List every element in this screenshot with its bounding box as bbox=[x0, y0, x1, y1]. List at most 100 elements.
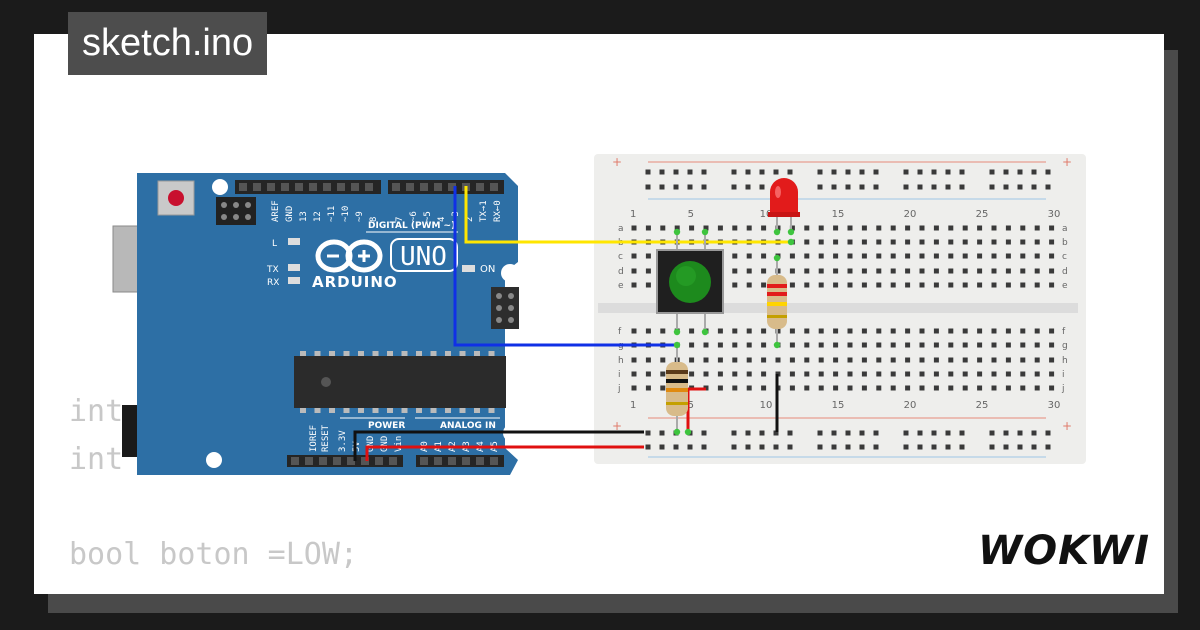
led-tx bbox=[288, 264, 300, 271]
led-label-tx: TX bbox=[266, 265, 279, 275]
row-label: h bbox=[1062, 356, 1068, 366]
row-label: g bbox=[1062, 341, 1068, 351]
code-line-1: int bbox=[69, 394, 124, 429]
reset-button-cap[interactable] bbox=[168, 190, 184, 206]
icsp-header-right bbox=[491, 287, 519, 329]
connection-dot bbox=[787, 238, 795, 246]
resistor-pulldown[interactable] bbox=[666, 345, 688, 432]
pin-label: ~9 bbox=[355, 211, 365, 222]
pin-label: ~5 bbox=[423, 211, 433, 222]
rail-plus-label: + bbox=[1062, 155, 1072, 169]
led-rx bbox=[288, 277, 300, 284]
resistor-led[interactable] bbox=[767, 258, 787, 345]
code-line-2: int bbox=[69, 442, 124, 477]
column-label: 5 bbox=[688, 400, 694, 411]
row-label: i bbox=[618, 370, 621, 380]
row-label: j bbox=[617, 384, 621, 394]
pin-label: RX←0 bbox=[493, 200, 503, 222]
red-led[interactable] bbox=[768, 178, 800, 232]
analog-header-label: ANALOG IN bbox=[440, 421, 496, 431]
connection-dot bbox=[773, 228, 781, 236]
row-label: c bbox=[618, 252, 623, 262]
pin-label: AREF bbox=[271, 200, 281, 222]
row-label: c bbox=[1062, 252, 1067, 262]
wire-black-gnd[interactable] bbox=[353, 430, 644, 461]
column-label: 1 bbox=[630, 400, 636, 411]
mount-hole bbox=[212, 179, 228, 195]
arduino-logo-icon bbox=[315, 239, 383, 273]
wire-red-5v[interactable] bbox=[365, 445, 644, 461]
pin-label: 7 bbox=[395, 217, 405, 222]
pin-label: 2 bbox=[465, 217, 475, 222]
column-label: 5 bbox=[688, 209, 694, 220]
led-l bbox=[288, 238, 300, 245]
pin-label: 4 bbox=[437, 217, 447, 222]
row-label: i bbox=[1062, 370, 1065, 380]
pin-label: 12 bbox=[313, 211, 323, 222]
connection-dot bbox=[773, 341, 781, 349]
row-label: f bbox=[618, 327, 622, 337]
pin-label: ~10 bbox=[341, 206, 351, 222]
pin-label: GND bbox=[366, 436, 376, 452]
pin-label: Vin bbox=[394, 436, 404, 452]
row-label: d bbox=[1062, 267, 1068, 277]
pushbutton[interactable] bbox=[656, 232, 724, 332]
connection-dot bbox=[673, 228, 681, 236]
on-label: ON bbox=[480, 264, 495, 275]
arduino-logo-text: ARDUINO bbox=[312, 273, 398, 291]
row-label: a bbox=[618, 224, 624, 234]
row-label: a bbox=[1062, 224, 1068, 234]
wires bbox=[353, 186, 791, 461]
pin-label: TX→1 bbox=[479, 200, 489, 222]
mount-hole bbox=[206, 452, 222, 468]
pin-label: ~6 bbox=[409, 211, 419, 222]
pin-label: GND bbox=[285, 206, 295, 222]
power-header-label: POWER bbox=[368, 421, 405, 431]
column-label: 1 bbox=[630, 209, 636, 220]
pin-label: 5V bbox=[352, 441, 362, 452]
code-background: int int bool boton =LOW; bbox=[34, 34, 1164, 594]
led-body bbox=[770, 178, 798, 214]
icsp-header bbox=[216, 197, 256, 225]
row-label: h bbox=[618, 356, 624, 366]
led-label-l: L bbox=[272, 239, 277, 249]
pin-label: GND bbox=[380, 436, 390, 452]
connection-dot bbox=[773, 254, 781, 262]
rail-plus-label: + bbox=[612, 419, 622, 433]
column-label: 30 bbox=[1048, 400, 1061, 411]
wokwi-logo: WOKWI bbox=[978, 528, 1151, 574]
column-label: 10 bbox=[760, 209, 773, 220]
title-tab: sketch.ino bbox=[68, 12, 268, 75]
connection-dot bbox=[673, 328, 681, 336]
row-label: e bbox=[618, 281, 624, 291]
pin-label: ~11 bbox=[327, 206, 337, 222]
row-label: j bbox=[1061, 384, 1065, 394]
code-line-3: bool boton =LOW; bbox=[69, 537, 358, 572]
uno-label: UNO bbox=[400, 242, 447, 272]
pin-label: RESET bbox=[321, 424, 331, 452]
column-label: 10 bbox=[760, 400, 773, 411]
led-label-rx: RX bbox=[267, 278, 279, 288]
digital-header-label: DIGITAL (PWM ~) bbox=[368, 221, 455, 231]
column-label: 25 bbox=[976, 400, 989, 411]
wire-yellow[interactable] bbox=[464, 186, 791, 244]
connection-dot bbox=[684, 428, 692, 436]
pin-label: 13 bbox=[299, 211, 309, 222]
wire-blue[interactable] bbox=[453, 186, 677, 347]
rail-plus-label: + bbox=[1062, 419, 1072, 433]
connection-dot bbox=[701, 228, 709, 236]
column-label: 30 bbox=[1048, 209, 1061, 220]
uno-badge bbox=[390, 238, 458, 272]
row-label: e bbox=[1062, 281, 1068, 291]
row-label: f bbox=[1062, 327, 1066, 337]
row-label: d bbox=[618, 267, 624, 277]
mount-hole bbox=[501, 264, 519, 282]
column-label: 15 bbox=[832, 209, 845, 220]
pin-label: 8 bbox=[369, 217, 379, 222]
rail-plus-label: + bbox=[612, 155, 622, 169]
led-on bbox=[462, 265, 475, 272]
connection-dot bbox=[787, 228, 795, 236]
column-label: 20 bbox=[904, 209, 917, 220]
